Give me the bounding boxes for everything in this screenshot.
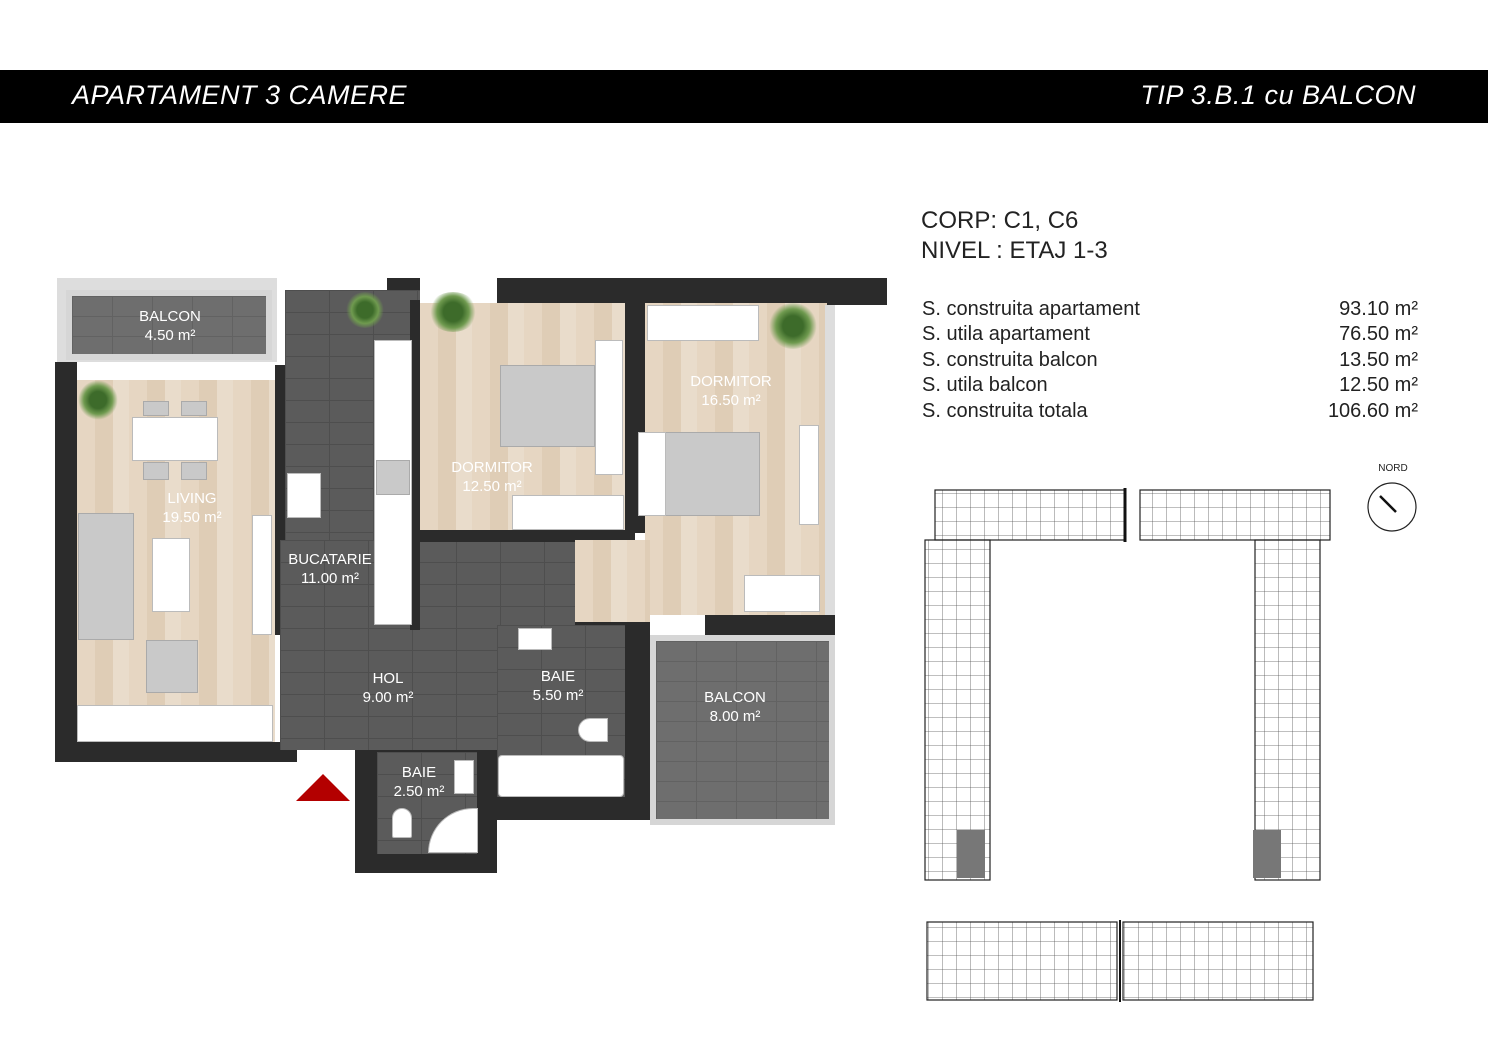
corp-label: CORP: C1, C6 (921, 207, 1079, 234)
building-info: CORP: C1, C6 NIVEL : ETAJ 1-3 (921, 206, 1108, 266)
dining-table (132, 417, 218, 461)
plant-icon (768, 303, 818, 349)
compass-icon (1367, 482, 1417, 532)
plant-icon (428, 292, 478, 332)
balcony-large (650, 635, 835, 825)
entrance-arrow-icon (296, 774, 350, 801)
level-label: NIVEL : ETAJ 1-3 (921, 237, 1108, 264)
balcony-small (66, 290, 272, 360)
bathroom-small (377, 752, 477, 854)
apartment-type: TIP 3.B.1 cu BALCON (1140, 80, 1416, 110)
header-bar: APARTAMENT 3 CAMERE TIP 3.B.1 cu BALCON (0, 70, 1488, 123)
sofa (78, 513, 134, 640)
site-plan (924, 488, 1331, 1002)
hallway (280, 540, 575, 750)
plant-icon (345, 292, 385, 328)
plant-icon (78, 380, 118, 420)
apartment-title: APARTAMENT 3 CAMERE (72, 80, 408, 110)
bathtub (498, 755, 624, 797)
compass-label: NORD (1378, 463, 1408, 474)
